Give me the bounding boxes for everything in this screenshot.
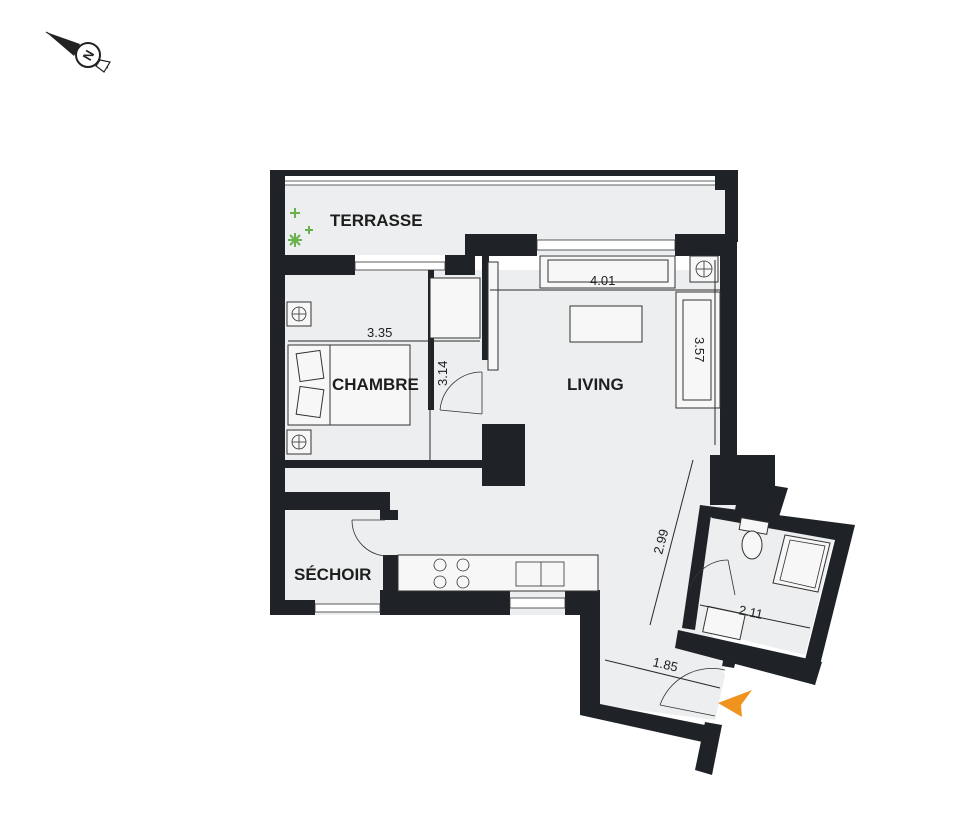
chambre-door	[439, 371, 483, 415]
room-label-terrasse: TERRASSE	[330, 211, 423, 230]
kitchen-counter	[397, 554, 599, 592]
coffee-table	[569, 305, 643, 343]
entry-dimensions: 2.99 1.85	[604, 459, 721, 689]
dim-chambre-depth: 3.14	[435, 361, 450, 386]
entry-arrow-icon	[718, 690, 752, 717]
wardrobe	[429, 277, 481, 339]
sechoir-door	[351, 519, 389, 557]
nightstand-lamp-icon	[286, 301, 312, 455]
dim-entry-diag: 2.99	[650, 527, 671, 555]
room-label-chambre: CHAMBRE	[332, 375, 419, 394]
armchair	[675, 291, 721, 409]
sofa	[539, 255, 676, 289]
bed	[287, 344, 411, 426]
bathroom-dimension: 2.11	[699, 602, 811, 629]
compass-icon: N	[45, 31, 111, 73]
room-label-living: LIVING	[567, 375, 624, 394]
plant-icon	[288, 208, 313, 247]
room-label-sechoir: SÉCHOIR	[294, 565, 371, 584]
living-dimensions: 4.01 3.57	[490, 260, 720, 445]
entry-door	[659, 668, 726, 717]
tv-stand	[487, 261, 499, 371]
terrace: TERRASSE	[270, 170, 738, 270]
dim-entry-width: 1.85	[651, 654, 679, 674]
chambre-dimensions: 3.35 3.14	[288, 275, 480, 460]
dim-bath-width: 2.11	[737, 602, 764, 622]
dim-living-width: 4.01	[590, 273, 615, 288]
side-table-lamp-icon	[689, 255, 719, 283]
bathroom-door	[689, 559, 736, 596]
dim-living-depth: 3.57	[692, 337, 707, 362]
dim-chambre-width: 3.35	[367, 325, 392, 340]
walls	[270, 234, 855, 775]
